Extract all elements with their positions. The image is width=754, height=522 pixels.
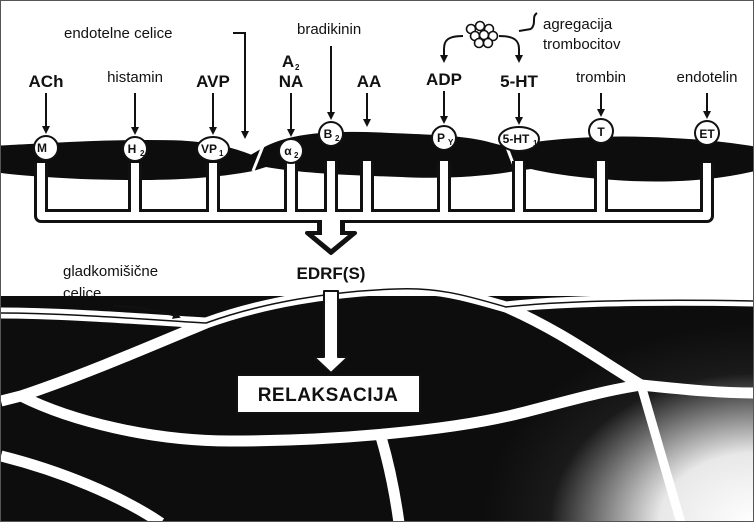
- svg-text:P: P: [437, 131, 445, 145]
- svg-text:1: 1: [219, 149, 224, 158]
- svg-text:5-HT: 5-HT: [503, 132, 530, 146]
- svg-text:1: 1: [533, 139, 538, 148]
- histamine-label: histamin: [107, 69, 163, 86]
- 5ht-label: 5-HT: [500, 72, 538, 91]
- endothelial-layer: [1, 130, 754, 181]
- svg-text:M: M: [37, 141, 47, 155]
- na-label: NA: [279, 72, 304, 91]
- platelet-label-squiggle: [531, 13, 537, 29]
- relaxation-label: RELAKSACIJA: [258, 385, 399, 406]
- a2-label: A: [282, 52, 294, 71]
- smooth-muscle-label-line2: celice: [63, 285, 101, 302]
- receptor-m: M: [34, 136, 58, 160]
- relaxation-box: RELAKSACIJA: [237, 375, 420, 413]
- svg-text:2: 2: [294, 151, 299, 160]
- platelet-aggregation-label-line1: agregacija: [543, 16, 613, 33]
- aa-label: AA: [357, 72, 382, 91]
- svg-text:Y: Y: [448, 138, 454, 147]
- edrf-label: EDRF(S): [297, 264, 366, 283]
- svg-text:α: α: [284, 144, 292, 158]
- platelet-aggregation-label-line2: trombocitov: [543, 36, 621, 53]
- receptor-vp1: VP 1: [197, 137, 229, 161]
- smooth-muscle-label-line1: gladkomišične: [63, 263, 158, 280]
- endothelial-cells-label: endotelne celice: [64, 25, 172, 42]
- receptor-et: ET: [695, 121, 719, 145]
- platelet-label-pointer: [519, 29, 531, 31]
- avp-label: AVP: [196, 72, 230, 91]
- svg-text:2: 2: [335, 134, 340, 143]
- arrow-platelets-to-5ht: [499, 36, 519, 61]
- svg-text:H: H: [128, 142, 137, 156]
- receptor-p2y: P Y: [432, 126, 456, 150]
- receptor-t: T: [589, 119, 613, 143]
- a2-label-subscript: 2: [295, 63, 300, 72]
- receptor-b2: B 2: [319, 122, 343, 146]
- muscle-stippled-region: [451, 301, 754, 522]
- svg-text:2: 2: [140, 149, 145, 158]
- bradykinin-label: bradikinin: [297, 21, 361, 38]
- signal-pathways: [41, 161, 707, 253]
- arrow-platelets-to-adp: [444, 36, 463, 61]
- svg-text:B: B: [324, 127, 333, 141]
- thrombin-label: trombin: [576, 69, 626, 86]
- receptor-5ht1: 5-HT 1: [499, 127, 539, 151]
- platelet-cluster-icon: [467, 22, 498, 48]
- receptor-alpha2: α 2: [279, 139, 303, 163]
- ach-label: ACh: [29, 72, 64, 91]
- svg-text:VP: VP: [201, 142, 217, 156]
- receptor-h2: H 2: [123, 137, 147, 161]
- adp-label: ADP: [426, 70, 462, 89]
- endothelial-cells-pointer: [233, 33, 245, 137]
- svg-text:ET: ET: [699, 127, 715, 141]
- endothelin-label: endotelin: [677, 69, 738, 86]
- svg-text:T: T: [597, 125, 605, 139]
